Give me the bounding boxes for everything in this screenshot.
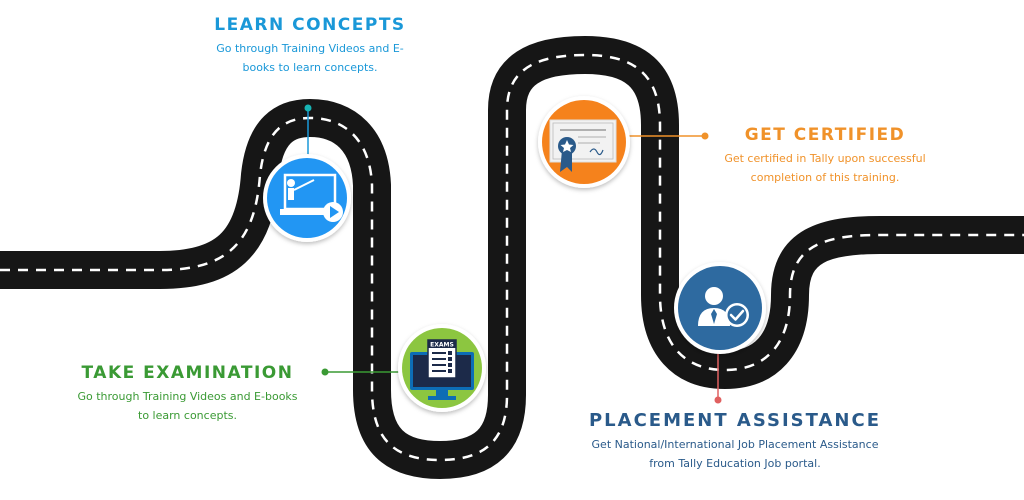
step-description: Go through Training Videos and E-books t… <box>77 390 298 422</box>
step-title: TAKE EXAMINATION <box>81 363 294 383</box>
placement-person-check-icon <box>674 262 766 354</box>
connector-cert <box>628 132 709 140</box>
step-learn-concepts: LEARN CONCEPTS Go through Training Video… <box>200 14 420 77</box>
connector-exam <box>321 368 405 376</box>
step-take-examination: TAKE EXAMINATION Go through Training Vid… <box>60 362 315 425</box>
exam-monitor-icon: EXAMS <box>398 324 486 412</box>
road-path <box>0 36 1024 479</box>
connector-learn <box>304 104 312 160</box>
step-description: Get National/International Job Placement… <box>591 438 879 470</box>
step-title: PLACEMENT ASSISTANCE <box>588 410 881 431</box>
step-description: Go through Training Videos and E- books … <box>216 42 404 74</box>
step-title: LEARN CONCEPTS <box>214 15 406 35</box>
presentation-laptop-icon <box>263 154 351 242</box>
connector-place <box>714 350 722 404</box>
exam-icon-label: EXAMS <box>430 342 454 349</box>
step-title: GET CERTIFIED <box>744 125 906 145</box>
certificate-icon <box>538 96 630 188</box>
step-description: Get certified in Tally upon successful c… <box>724 152 926 184</box>
step-get-certified: GET CERTIFIED Get certified in Tally upo… <box>705 124 945 187</box>
step-placement-assistance: PLACEMENT ASSISTANCE Get National/Intern… <box>570 410 900 473</box>
